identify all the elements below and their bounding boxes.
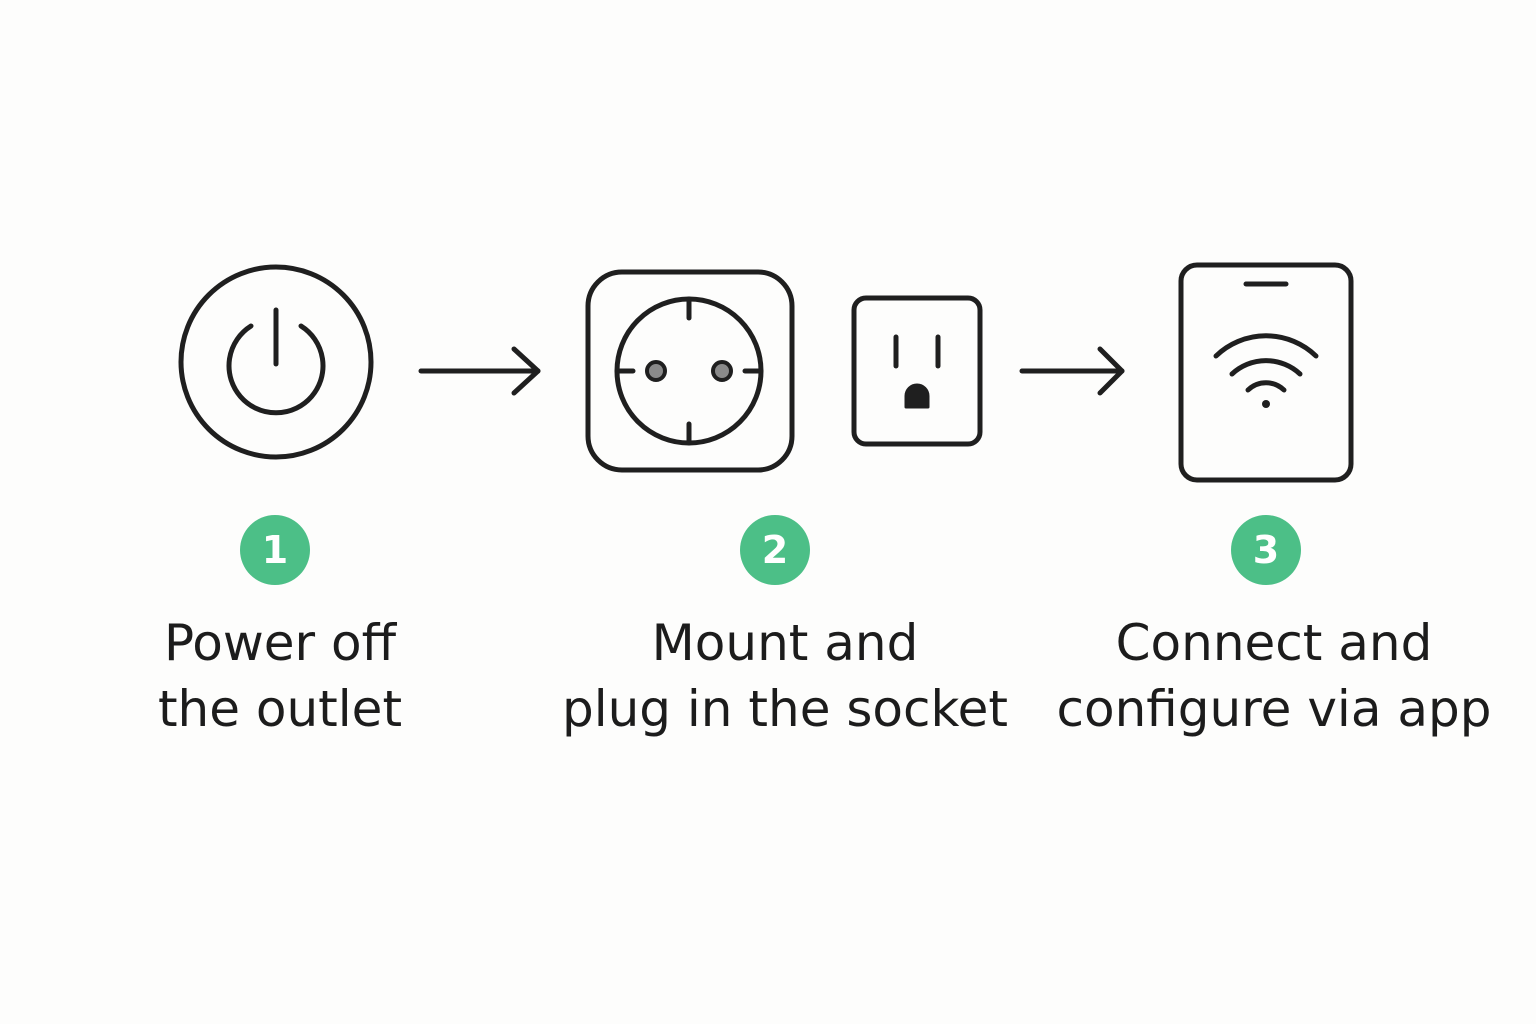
socket-icon [585,269,795,473]
step-1-label: Power off the outlet [80,610,480,742]
phone-wifi-icon [1178,262,1354,483]
power-icon [178,264,374,460]
step-3-badge: 3 [1231,515,1301,585]
step-3-label: Connect and configure via app [1046,610,1502,742]
step-3-label-line1: Connect and [1115,614,1433,672]
step-1-label-line1: Power off [163,614,397,672]
us-outlet-icon [851,295,983,447]
step-2-label-line2: plug in the socket [561,680,1009,738]
step-1-label-line2: the outlet [157,680,403,738]
arrow-right-icon [1019,346,1125,396]
step-2-badge: 2 [740,515,810,585]
step-3-label-line2: configure via app [1056,680,1492,738]
step-1-badge: 1 [240,515,310,585]
step-2-label-line1: Mount and [651,614,919,672]
arrow-right-icon [418,346,541,396]
step-2-label: Mount and plug in the socket [535,610,1035,742]
